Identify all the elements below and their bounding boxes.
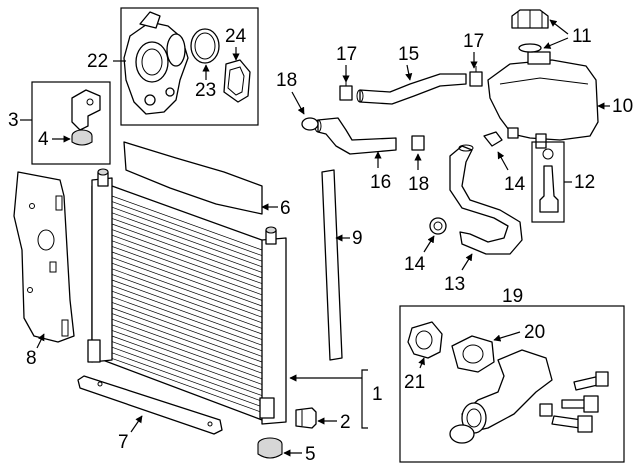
callout-18-right: 18 xyxy=(408,174,429,195)
hose-clamp-18-left[interactable] xyxy=(301,117,319,131)
callout-23: 23 xyxy=(195,80,216,101)
radiator-fin xyxy=(111,341,263,396)
radiator-assembly[interactable] xyxy=(87,168,287,425)
radiator-fin xyxy=(111,240,263,296)
callout-24: 24 xyxy=(225,26,247,47)
callout-5: 5 xyxy=(305,444,316,465)
thermostat-kit-box xyxy=(399,305,625,463)
level-sensor-box xyxy=(531,141,565,223)
hose-clamp-17-left[interactable] xyxy=(339,85,353,101)
radiator-fin xyxy=(111,318,263,374)
radiator-fin xyxy=(111,346,263,402)
radiator-fin xyxy=(111,302,263,357)
housing-kit-box xyxy=(120,7,259,126)
callout-2: 2 xyxy=(340,412,351,433)
air-deflector-side[interactable] xyxy=(13,171,75,343)
callout-1: 1 xyxy=(372,384,383,405)
radiator-fin xyxy=(111,195,263,251)
radiator-fin xyxy=(111,324,263,380)
callout-9: 9 xyxy=(352,228,363,249)
hose-clamp-18-right[interactable] xyxy=(411,135,425,151)
radiator-fin xyxy=(111,335,263,391)
callout-21: 21 xyxy=(404,372,425,393)
housing-o-ring[interactable] xyxy=(449,424,475,444)
hose-clamp-14-bottom[interactable] xyxy=(429,217,447,235)
surge-tank-inlet-hose[interactable] xyxy=(359,73,467,105)
callout-8: 8 xyxy=(26,348,37,369)
radiator-fin xyxy=(111,206,263,262)
radiator-fin xyxy=(111,285,263,340)
callout-7: 7 xyxy=(118,432,129,453)
cap-seal[interactable] xyxy=(518,43,542,53)
radiator-fin xyxy=(111,279,263,335)
callout-10: 10 xyxy=(612,96,633,117)
radiator-side-seal[interactable] xyxy=(321,169,343,361)
radiator-fin xyxy=(111,229,263,284)
upper-air-baffle[interactable] xyxy=(123,141,263,215)
callout-22: 22 xyxy=(87,51,108,72)
callout-3: 3 xyxy=(8,110,19,131)
radiator-fin xyxy=(111,257,263,312)
housing-seal[interactable] xyxy=(223,59,251,103)
radiator-fin xyxy=(111,296,263,352)
radiator-inlet-hose[interactable] xyxy=(449,145,523,255)
housing-bolt-4[interactable] xyxy=(539,403,553,417)
callout-18-left: 18 xyxy=(276,70,297,91)
radiator-fin xyxy=(111,251,263,307)
radiator-fin xyxy=(111,313,263,368)
callout-12: 12 xyxy=(574,172,595,193)
callout-4: 4 xyxy=(38,129,49,150)
callout-14-left: 14 xyxy=(404,254,426,275)
thermostat[interactable] xyxy=(407,321,443,359)
thermostat-gasket[interactable] xyxy=(451,335,495,373)
surge-tank-outlet-hose[interactable] xyxy=(317,117,397,155)
radiator-fin xyxy=(111,330,263,385)
hose-clamp-17-right[interactable] xyxy=(469,71,483,87)
radiator-fin xyxy=(111,268,263,324)
radiator-fin xyxy=(111,290,263,346)
callout-11: 11 xyxy=(572,26,592,47)
coolant-level-sensor[interactable] xyxy=(539,165,559,213)
radiator-fin xyxy=(111,212,263,268)
radiator-fin xyxy=(111,234,263,290)
radiator-fin xyxy=(111,201,263,256)
callout-19: 19 xyxy=(502,286,523,307)
radiator-fin xyxy=(111,262,263,318)
radiator-fin xyxy=(111,352,263,408)
callout-17-right: 17 xyxy=(463,31,484,52)
hose-clamp-14-top[interactable] xyxy=(483,131,503,147)
radiator-fin xyxy=(111,274,263,329)
callout-6: 6 xyxy=(280,198,291,219)
radiator-fin xyxy=(111,246,263,301)
lower-air-baffle[interactable] xyxy=(77,375,223,435)
callout-20: 20 xyxy=(524,322,545,343)
radiator-fin xyxy=(111,223,263,279)
bracket-kit-box xyxy=(31,81,111,165)
housing-bolt-2[interactable] xyxy=(561,399,587,409)
coolant-surge-tank[interactable] xyxy=(487,59,599,141)
radiator-bracket[interactable] xyxy=(71,89,101,131)
drain-plug[interactable] xyxy=(295,407,317,429)
callout-14-right: 14 xyxy=(504,174,526,195)
radiator-fin xyxy=(111,358,263,413)
callout-16: 16 xyxy=(370,172,391,193)
radiator-fin xyxy=(111,307,263,363)
callout-17-left: 17 xyxy=(336,44,357,65)
radiator-fin xyxy=(111,218,263,273)
callout-13: 13 xyxy=(444,274,465,295)
callout-15: 15 xyxy=(398,44,419,65)
